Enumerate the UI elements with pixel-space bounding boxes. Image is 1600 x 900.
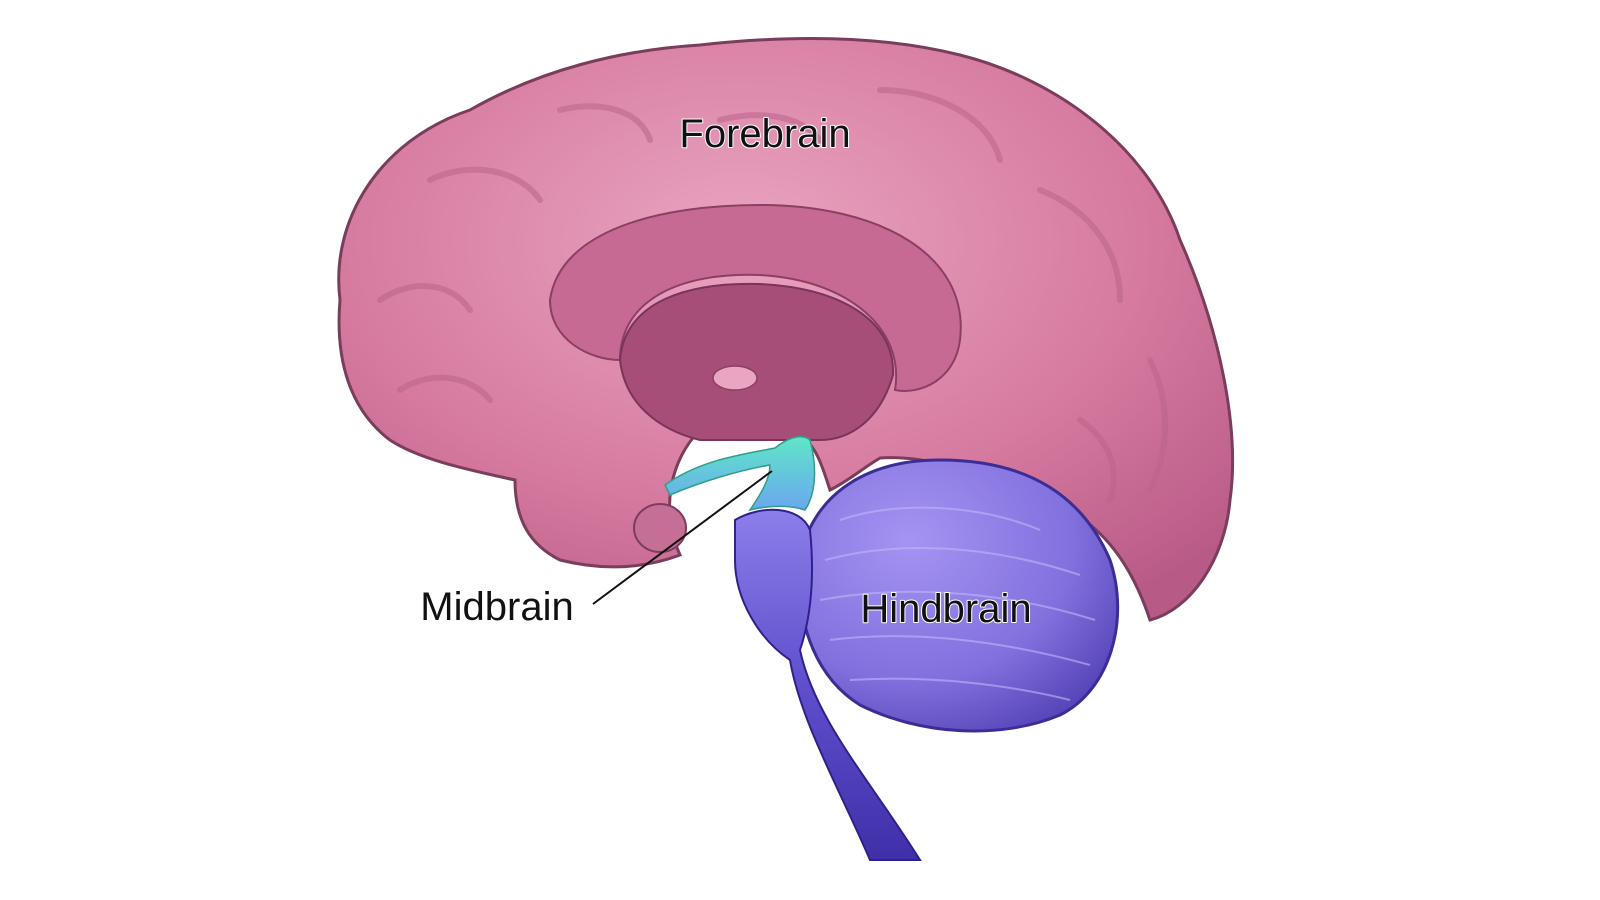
midbrain-label: Midbrain bbox=[420, 585, 573, 629]
thalamus-oval bbox=[712, 365, 758, 391]
brainstem bbox=[734, 508, 922, 861]
cerebellum-folia bbox=[819, 506, 1096, 701]
gyri-lines bbox=[377, 87, 1168, 503]
corpus-callosum bbox=[548, 203, 962, 392]
hindbrain-label: Hindbrain bbox=[860, 587, 1031, 631]
forebrain-label: Forebrain bbox=[679, 112, 850, 156]
hindbrain-region bbox=[797, 458, 1120, 733]
pituitary-gland bbox=[633, 503, 687, 553]
midbrain-region bbox=[664, 436, 816, 512]
midbrain-leader-line bbox=[592, 470, 773, 605]
inner-structure bbox=[618, 282, 895, 441]
